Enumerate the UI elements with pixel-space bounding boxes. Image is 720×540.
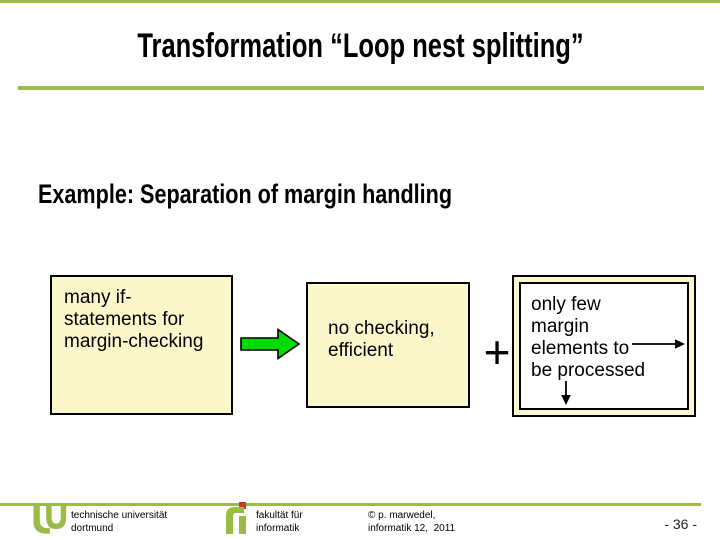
fi-logo — [226, 502, 246, 534]
faculty-name: fakultät für informatik — [256, 510, 303, 534]
down-arrow-icon — [561, 381, 571, 405]
box-only-few-inner: only few margin elements to be processed — [519, 282, 689, 410]
right-arrow-icon — [632, 339, 685, 349]
fi-logo-red-dot — [239, 502, 246, 509]
title-area: Transformation “Loop nest splitting” — [0, 28, 720, 64]
footer-accent-line — [0, 503, 701, 506]
example-heading-area: Example: Separation of margin handling — [38, 180, 556, 208]
box-no-checking: no checking, efficient — [306, 282, 470, 408]
slide-title: Transformation “Loop nest splitting” — [136, 27, 584, 65]
green-arrow-icon — [240, 327, 301, 361]
tu-dortmund-logo — [33, 504, 67, 534]
university-name: technische universität dortmund — [71, 510, 168, 534]
page-number: - 36 - — [664, 516, 697, 532]
title-underline — [18, 86, 704, 90]
plus-sign: + — [483, 326, 511, 378]
copyright-credit: © p. marwedel, informatik 12, 2011 — [368, 510, 456, 534]
box-only-few-outer: only few margin elements to be processed — [512, 275, 696, 417]
box-many-if-statements: many if- statements for margin-checking — [50, 275, 233, 415]
example-heading: Example: Separation of margin handling — [38, 179, 453, 209]
top-accent-line — [0, 0, 720, 3]
